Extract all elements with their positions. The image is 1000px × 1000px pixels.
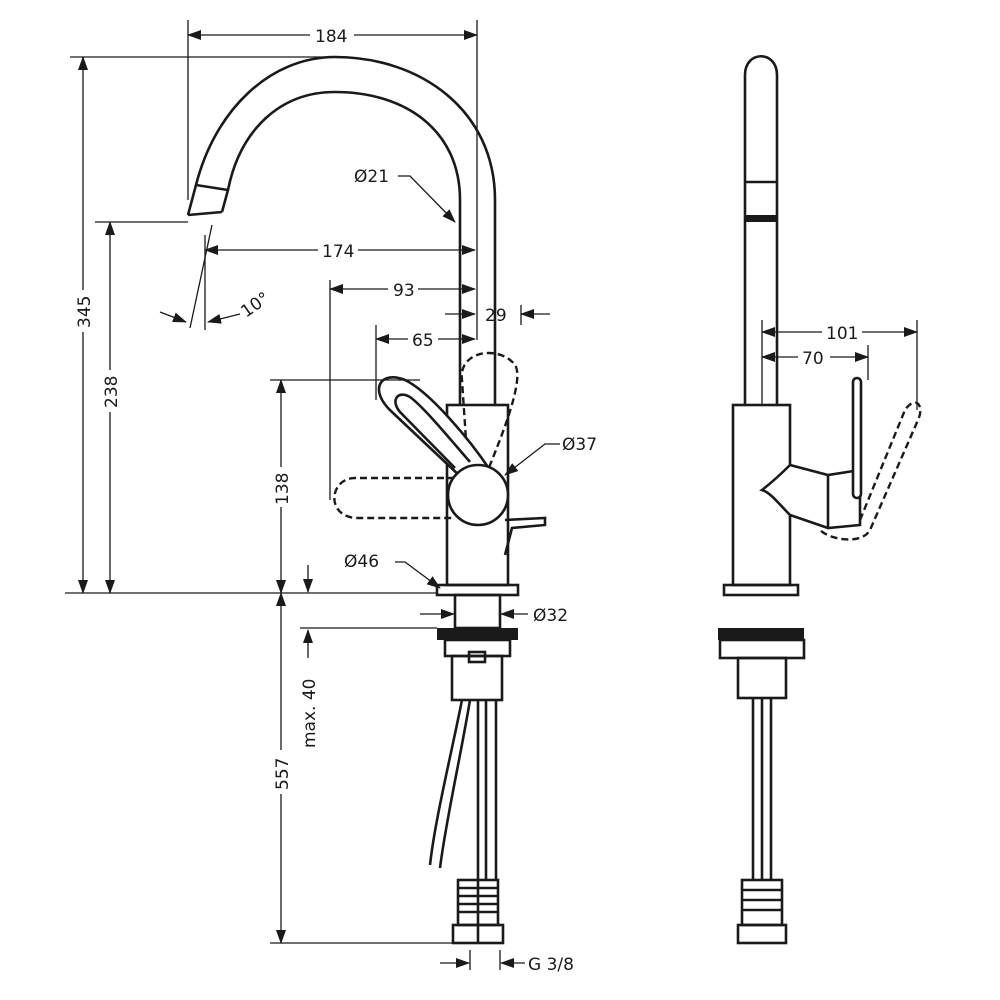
spout — [186, 55, 497, 405]
spout-outlet — [187, 183, 229, 217]
side-connector-thread — [742, 888, 782, 912]
dim-d21: Ø21 — [354, 167, 389, 187]
handle-lever — [377, 376, 493, 480]
handle-hub — [446, 463, 510, 527]
side-mount — [736, 656, 788, 700]
small-lever — [503, 516, 547, 556]
side-spout — [743, 54, 779, 405]
side-handle-lever — [851, 376, 863, 500]
dim-65: 65 — [412, 331, 434, 351]
side-handle-base — [759, 463, 862, 530]
dim-angle-10: 10° — [237, 288, 273, 322]
front-dimensions: 184 345 238 Ø21 174 93 29 65 10° — [65, 20, 597, 975]
handle-alt-position-horizontal — [333, 476, 455, 520]
mount-clip — [467, 650, 487, 664]
side-nut — [718, 638, 806, 660]
dim-d37: Ø37 — [562, 435, 597, 455]
base-flange — [435, 583, 520, 597]
dim-d46: Ø46 — [344, 552, 379, 572]
dim-138: 138 — [273, 473, 293, 505]
hose-center — [476, 700, 498, 880]
side-handle-alt — [819, 401, 922, 541]
dim-184: 184 — [315, 27, 347, 47]
dim-max-40: max. 40 — [300, 679, 320, 748]
side-view — [718, 54, 922, 945]
dim-g38: G 3/8 — [528, 955, 574, 975]
fixing-band — [437, 628, 518, 640]
side-connector-nut — [736, 923, 788, 945]
handle-alt-position-vertical — [460, 351, 519, 471]
front-view — [186, 55, 547, 945]
side-connector — [740, 878, 784, 927]
dim-174: 174 — [322, 242, 354, 262]
shank — [453, 593, 502, 630]
dim-101: 101 — [826, 324, 858, 344]
side-spout-band — [745, 215, 777, 222]
hose-connectors — [451, 878, 505, 945]
dim-345: 345 — [75, 296, 95, 328]
side-hoses — [751, 698, 773, 880]
dim-557: 557 — [273, 758, 293, 790]
dim-29: 29 — [485, 306, 507, 326]
hose-left — [428, 699, 472, 869]
dim-238: 238 — [102, 376, 122, 408]
handle-lever-inner — [394, 393, 471, 469]
fixing-nut — [443, 638, 512, 658]
dim-93: 93 — [393, 281, 415, 301]
dim-d32: Ø32 — [533, 606, 568, 626]
dim-70: 70 — [802, 349, 824, 369]
side-base-flange — [722, 583, 800, 597]
side-dimensions: 101 70 — [761, 320, 918, 410]
side-band — [718, 628, 804, 640]
